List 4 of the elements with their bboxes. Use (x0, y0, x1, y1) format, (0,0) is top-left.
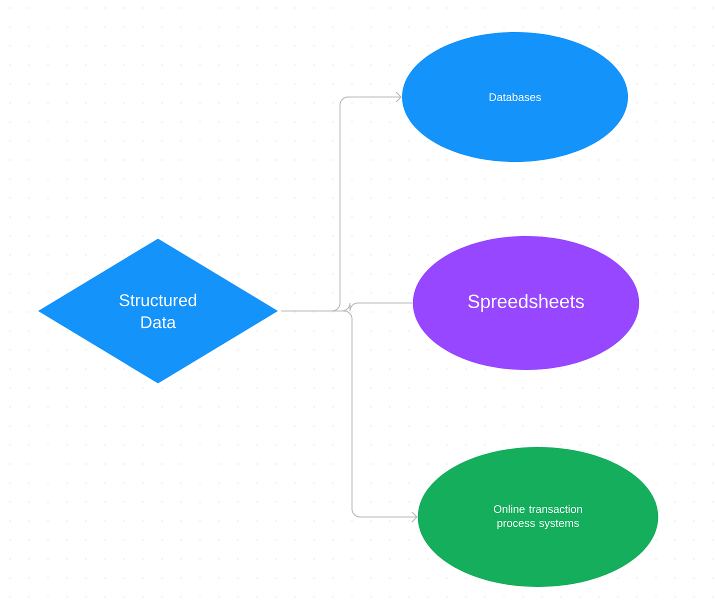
ellipse-node: Databases (402, 32, 628, 162)
ellipse-node: Spreedsheets (412, 236, 640, 370)
ellipse-node: Online transaction process systems (418, 447, 658, 587)
arrow (280, 310, 418, 522)
